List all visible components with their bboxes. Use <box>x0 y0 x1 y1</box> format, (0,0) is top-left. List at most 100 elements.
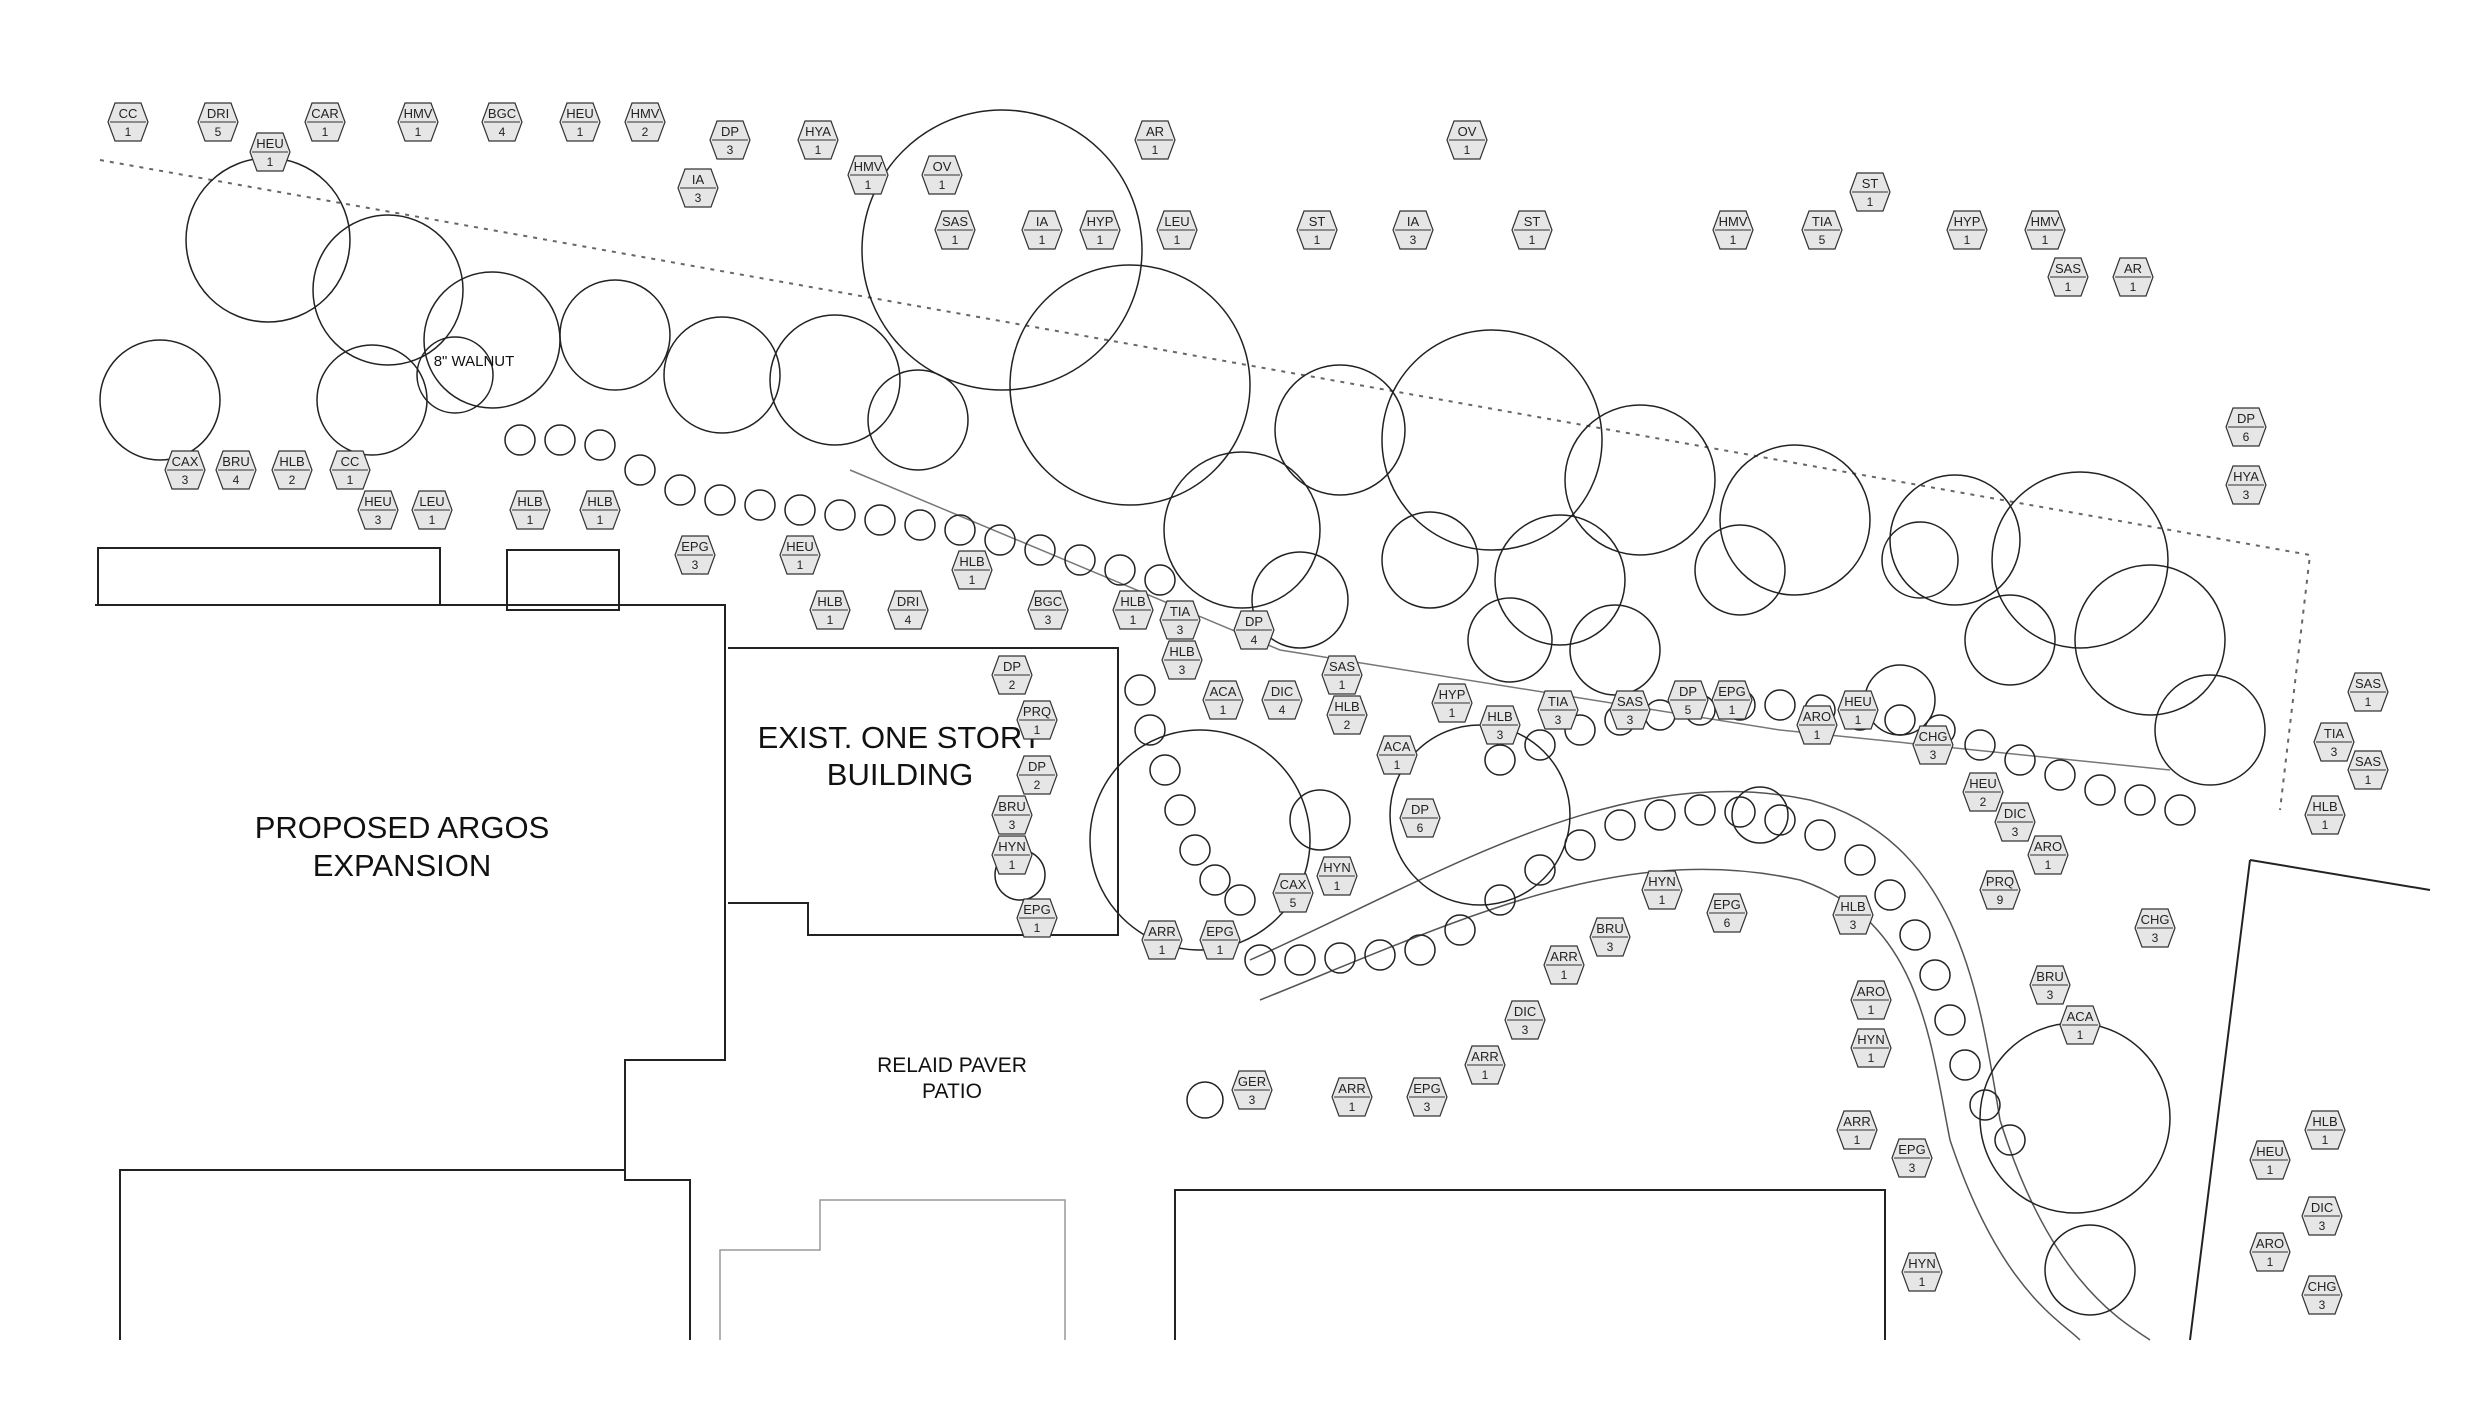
shrub-symbol <box>1524 854 1556 886</box>
plant-tag-quantity: 1 <box>2065 280 2072 294</box>
plant-tag-quantity: 1 <box>1009 858 1016 872</box>
area-labels: PROPOSED ARGOS EXPANSION EXIST. ONE STOR… <box>255 353 1043 1103</box>
plant-tag-quantity: 1 <box>322 125 329 139</box>
plant-tag: DP6 <box>1399 798 1441 838</box>
plant-tag-quantity: 1 <box>1529 233 1536 247</box>
plant-tag-quantity: 1 <box>1919 1275 1926 1289</box>
plant-tag-quantity: 1 <box>2365 773 2372 787</box>
plant-tag-code: ARO <box>2034 839 2062 854</box>
plant-tag-quantity: 1 <box>1482 1068 1489 1082</box>
plant-tag: ST1 <box>1511 210 1553 250</box>
shrub-symbol <box>1524 729 1556 761</box>
plant-tag: ARR 1 <box>1464 1045 1506 1085</box>
plant-tag-quantity: 1 <box>1449 706 1456 720</box>
plant-tag-quantity: 5 <box>215 125 222 139</box>
shrub-symbol <box>1134 714 1166 746</box>
plant-tag-code: AR <box>2124 261 2142 276</box>
existing-building-outline <box>728 647 1119 936</box>
plant-tag: DP2 <box>991 655 1033 695</box>
plant-tag-quantity: 3 <box>1627 713 1634 727</box>
plant-tag-quantity: 1 <box>1561 968 1568 982</box>
shrub-symbol <box>1564 829 1596 861</box>
plant-tag: DP2 <box>1016 755 1058 795</box>
plant-tag-code: DP <box>1245 614 1263 629</box>
plant-tag: DP5 <box>1667 680 1709 720</box>
plant-canopy-circle <box>1251 551 1349 649</box>
shrub-symbol <box>1644 799 1676 831</box>
plant-tag-code: EPG <box>1898 1142 1925 1157</box>
plant-tag-quantity: 1 <box>1339 678 1346 692</box>
shrub-symbol <box>1404 934 1436 966</box>
shrub-symbol <box>2044 759 2076 791</box>
plant-canopy-circle <box>1564 404 1716 556</box>
plant-tag-quantity: 4 <box>233 473 240 487</box>
plant-tag: CC1 <box>329 450 371 490</box>
plant-tag-code: ACA <box>2067 1009 2094 1024</box>
plant-tag-code: HLB <box>1840 899 1865 914</box>
plant-tag-quantity: 3 <box>2331 745 2338 759</box>
plant-canopy-circle <box>769 314 901 446</box>
plant-tag-code: DP <box>721 124 739 139</box>
shrub-symbol <box>1149 754 1181 786</box>
plant-tag-code: BGC <box>488 106 516 121</box>
plant-tag-quantity: 3 <box>1410 233 1417 247</box>
plant-tag-code: HEU <box>256 136 283 151</box>
plant-tag: ACA 1 <box>2059 1005 2101 1045</box>
shrub-symbol <box>1684 794 1716 826</box>
plant-tag-quantity: 1 <box>865 178 872 192</box>
plant-tag-quantity: 1 <box>1868 1051 1875 1065</box>
shrub-symbol <box>1104 554 1136 586</box>
plant-tag-code: CC <box>119 106 138 121</box>
plant-tag-code: ARR <box>1471 1049 1498 1064</box>
plant-tag-quantity: 1 <box>2267 1163 2274 1177</box>
plant-tag-quantity: 2 <box>1344 718 1351 732</box>
shrub-symbol <box>1444 914 1476 946</box>
plant-tag-quantity: 6 <box>1724 916 1731 930</box>
plant-tag-quantity: 4 <box>1251 633 1258 647</box>
plant-tag-code: EPG <box>1413 1081 1440 1096</box>
shrub-symbol <box>904 509 936 541</box>
plant-tag-code: IA <box>1407 214 1420 229</box>
plant-tag-code: OV <box>1458 124 1477 139</box>
plant-tag-quantity: 1 <box>2077 1028 2084 1042</box>
plant-tag-code: HLB <box>1487 709 1512 724</box>
shrub-symbol <box>1224 884 1256 916</box>
plant-tag-code: HMV <box>631 106 660 121</box>
shrub-symbol <box>984 524 1016 556</box>
plant-tag-code: HEU <box>1844 694 1871 709</box>
plant-tag-code: LEU <box>1164 214 1189 229</box>
plant-tag-quantity: 3 <box>1850 918 1857 932</box>
plant-tag-quantity: 4 <box>1279 703 1286 717</box>
shrub-symbol <box>1244 944 1276 976</box>
plant-canopy-circle <box>2074 564 2226 716</box>
plant-tag-code: TIA <box>2324 726 2345 741</box>
shrub-symbol <box>1124 674 1156 706</box>
shrub-symbol <box>2084 774 2116 806</box>
plant-tag-quantity: 1 <box>1729 703 1736 717</box>
plant-canopy-circle <box>1381 511 1479 609</box>
plant-tag-code: IA <box>692 172 705 187</box>
plant-canopy-circle <box>2044 1224 2136 1316</box>
